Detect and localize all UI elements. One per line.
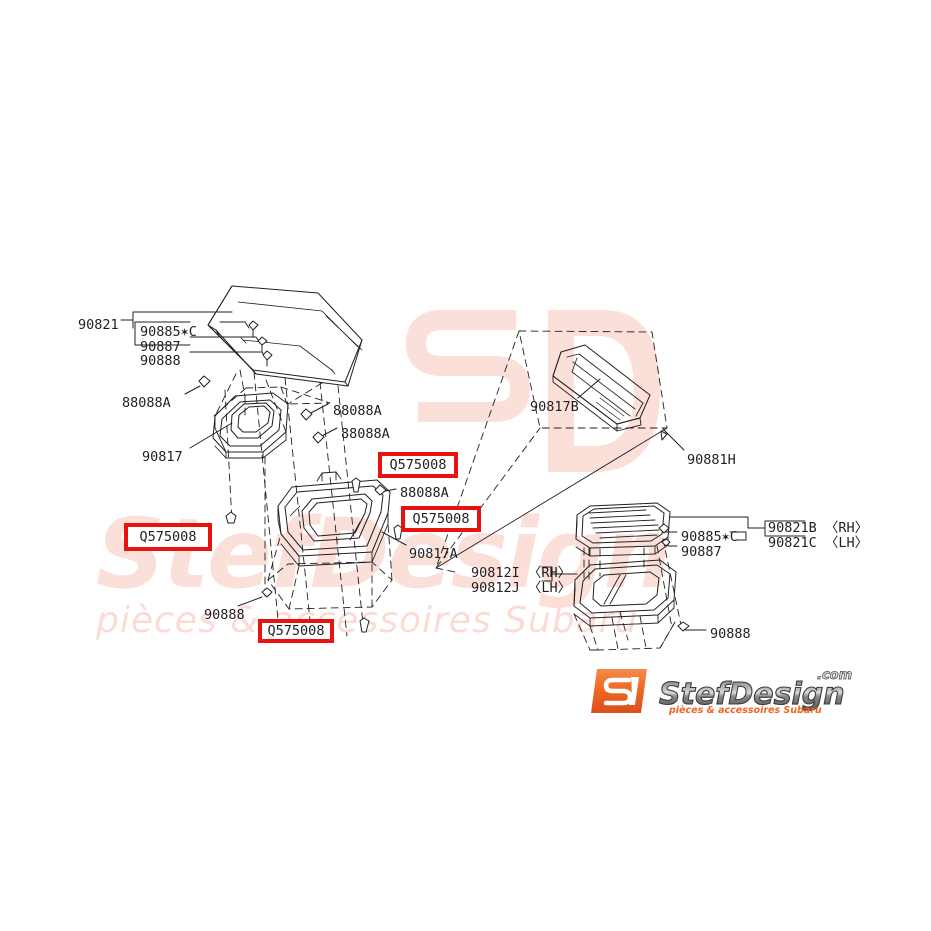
label-88088a-3: 88088A bbox=[341, 426, 390, 442]
part-90821-lid bbox=[207, 285, 363, 387]
logo-wordmark: StefDesign bbox=[659, 677, 845, 712]
label-90821c-lh: 90821C 〈LH〉 bbox=[768, 535, 869, 551]
label-90887-left: 90887 bbox=[140, 339, 181, 355]
label-90817b: 90817B bbox=[530, 399, 579, 415]
logo-tagline: pièces & accessoires Subaru bbox=[668, 705, 822, 716]
label-90888-right: 90888 bbox=[710, 626, 751, 642]
highlight-q575008-3: Q575008 bbox=[124, 523, 212, 551]
highlight-label: Q575008 bbox=[412, 511, 470, 527]
label-90885c-right: 90885✶C bbox=[681, 529, 738, 545]
label-90888-left: 90888 bbox=[140, 353, 181, 369]
highlight-q575008-4: Q575008 bbox=[258, 619, 334, 643]
part-90812-housing bbox=[573, 559, 677, 627]
part-90817A-console bbox=[277, 471, 391, 567]
label-88088a-2: 88088A bbox=[333, 403, 382, 419]
highlight-label: Q575008 bbox=[267, 623, 325, 639]
label-90812j-lh: 90812J 〈LH〉 bbox=[471, 580, 572, 596]
label-90888-mid: 90888 bbox=[204, 607, 245, 623]
label-90885c-left: 90885✶C bbox=[140, 324, 197, 340]
highlight-q575008-1: Q575008 bbox=[378, 452, 458, 478]
logo-monogram-tile bbox=[591, 669, 647, 713]
label-90821b-rh: 90821B 〈RH〉 bbox=[768, 520, 869, 536]
part-90817B-duct bbox=[552, 344, 651, 432]
brand-logo: StefDesign .com pièces & accessoires Sub… bbox=[589, 663, 857, 723]
highlight-q575008-2: Q575008 bbox=[401, 506, 481, 532]
part-90821BC-louvre bbox=[575, 502, 671, 557]
label-90821: 90821 bbox=[78, 317, 119, 333]
label-90817: 90817 bbox=[142, 449, 183, 465]
label-90812i-rh: 90812I 〈RH〉 bbox=[471, 565, 572, 581]
label-88088a-4: 88088A bbox=[400, 485, 449, 501]
label-88088a-1: 88088A bbox=[122, 395, 171, 411]
label-90817a: 90817A bbox=[409, 546, 458, 562]
part-90817-bezel bbox=[212, 392, 289, 459]
highlight-label: Q575008 bbox=[139, 529, 197, 545]
label-90887-right: 90887 bbox=[681, 544, 722, 560]
highlight-label: Q575008 bbox=[389, 457, 447, 473]
logo-tld: .com bbox=[817, 668, 852, 683]
label-90881h: 90881H bbox=[687, 452, 736, 468]
